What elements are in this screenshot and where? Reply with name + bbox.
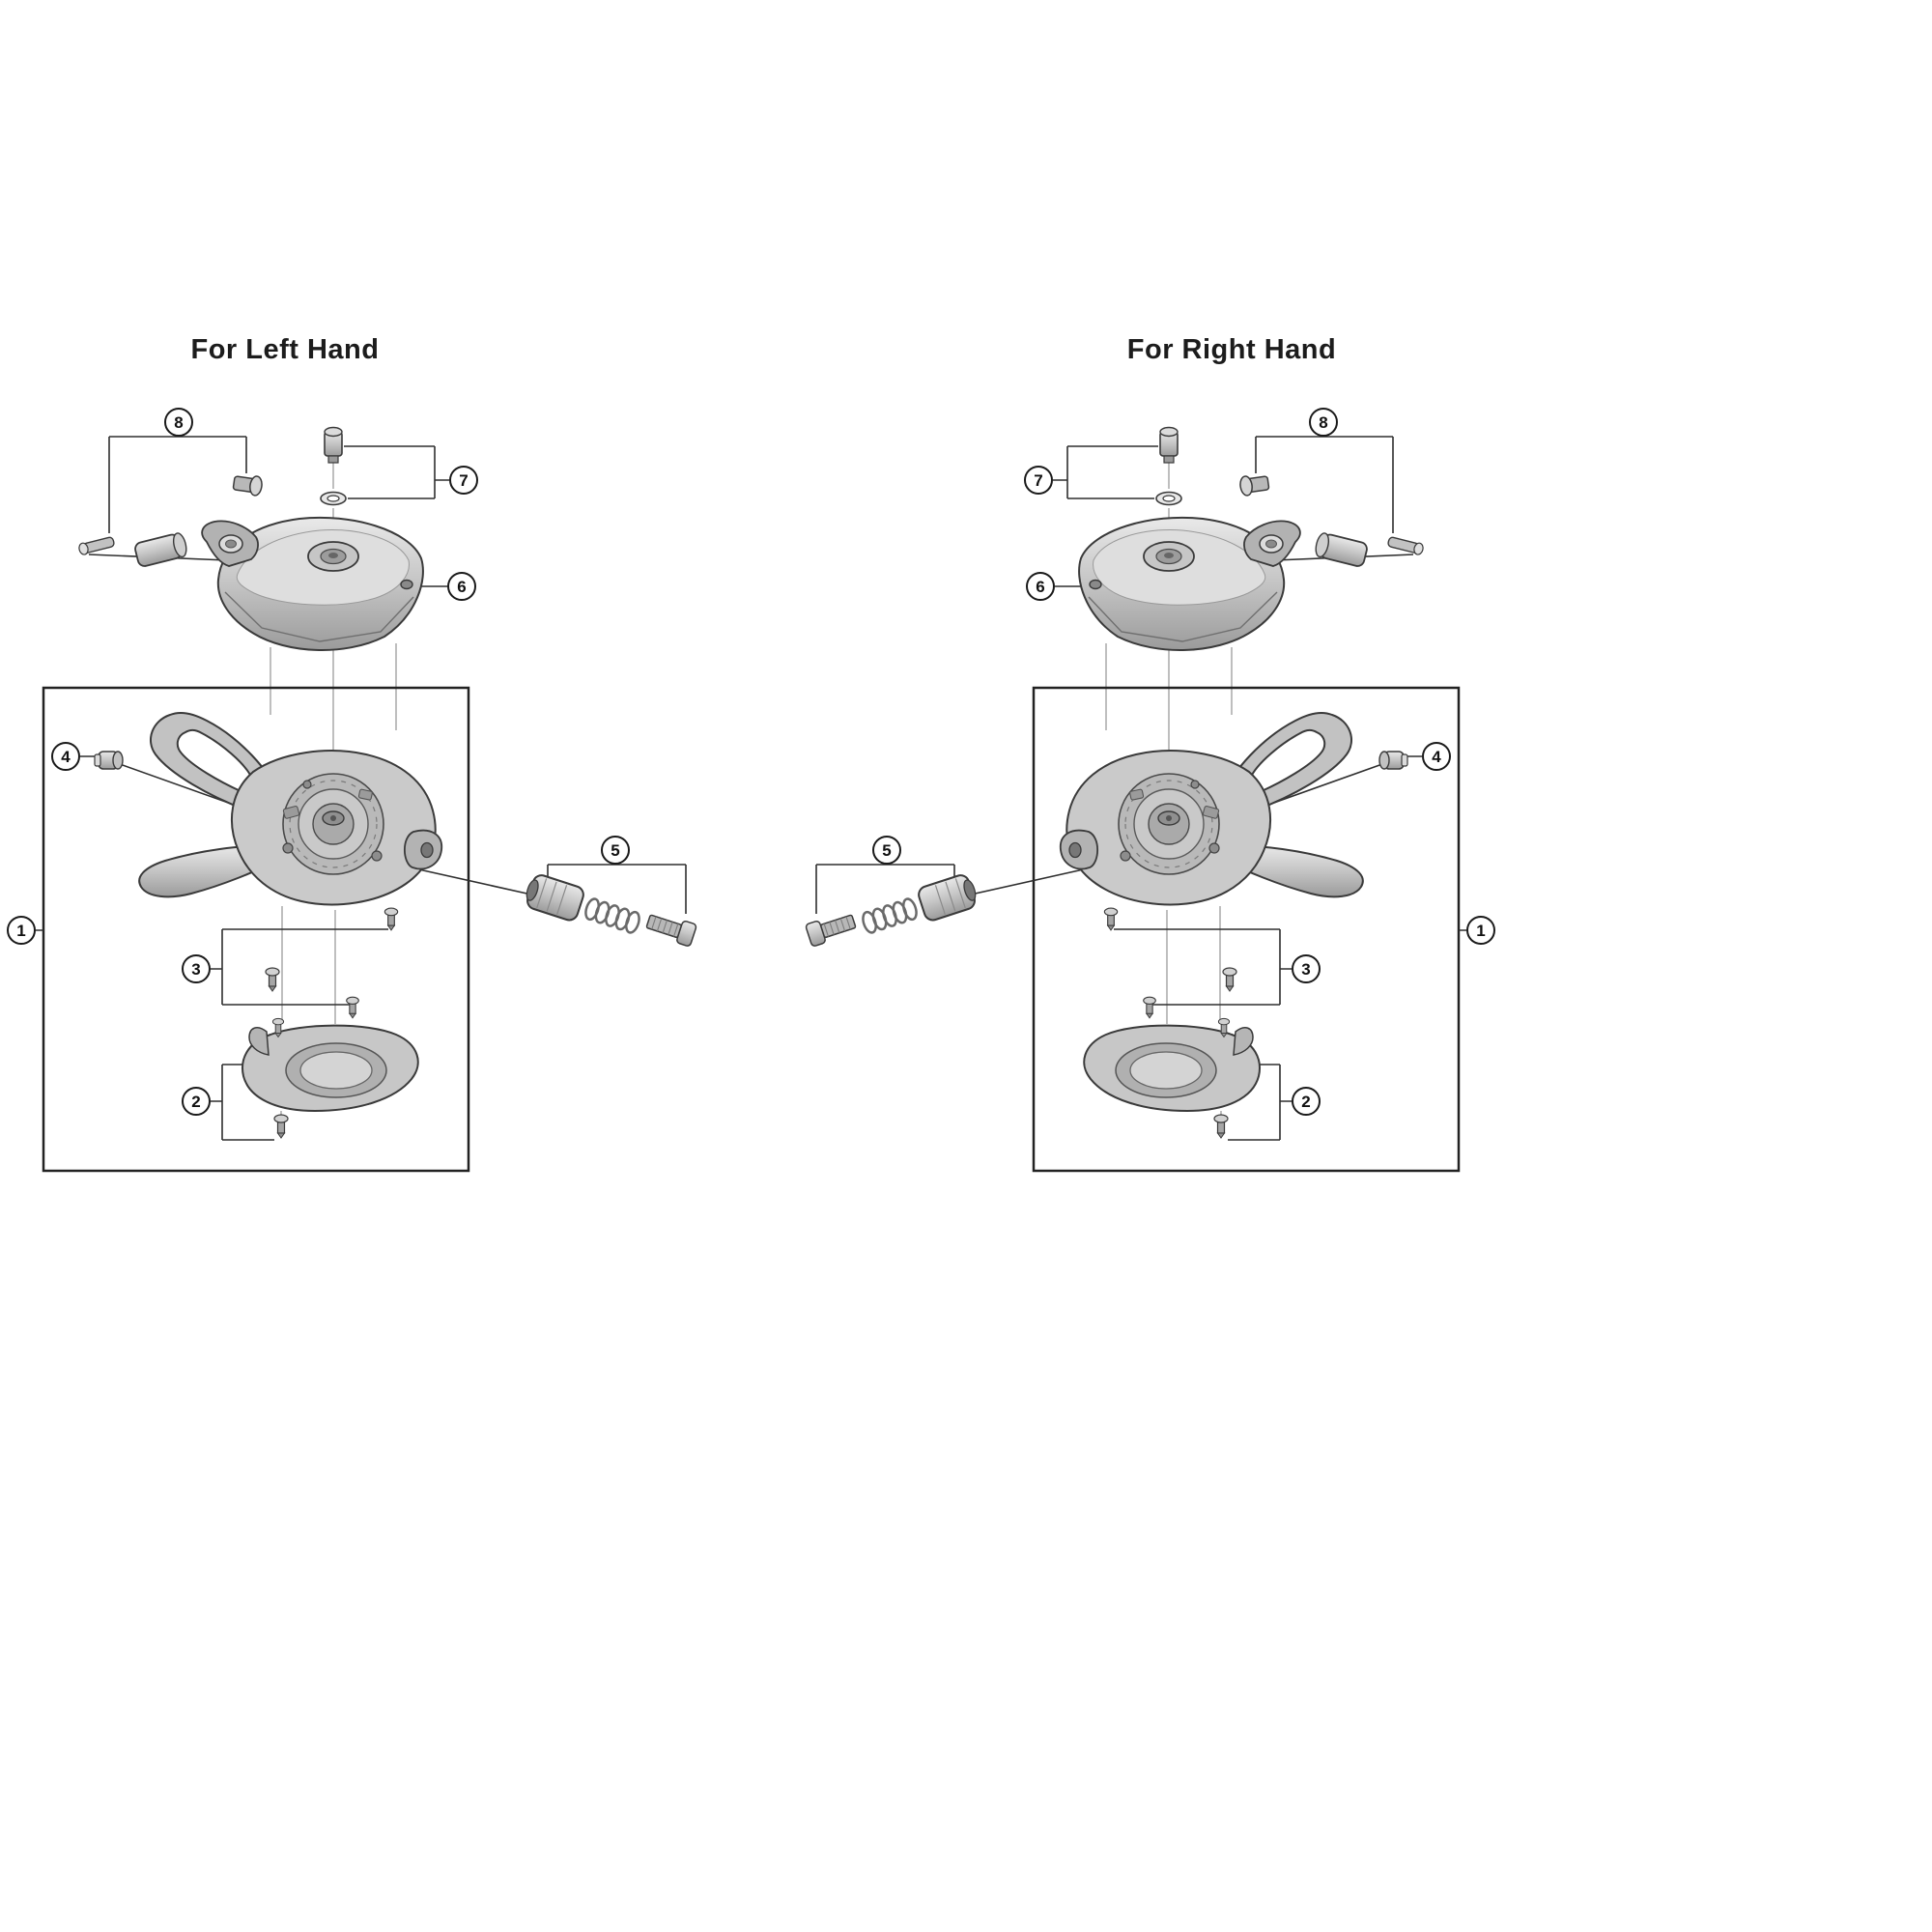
adjuster-bolt [645,914,697,947]
barrel-adjuster [526,874,584,922]
callout-right-3: 3 [1292,954,1321,983]
callout-right-4: 4 [1422,742,1451,771]
callout-right-5: 5 [872,836,901,865]
cover-notch [400,579,413,590]
unit-fixing-screws [265,907,399,1019]
leader-lines [36,436,687,1141]
clamp-nut [134,532,187,567]
lever-axle-cap [232,475,263,497]
callout-left-8: 8 [164,408,193,437]
adjuster-spring [584,897,640,934]
callout-right-6: 6 [1026,572,1055,601]
right-shifter-assembly [806,428,1466,1172]
callout-left-2: 2 [182,1087,211,1116]
callout-left-6: 6 [447,572,476,601]
callout-left-1: 1 [7,916,36,945]
assembly-box [42,686,470,1173]
left-diagram-title: For Left Hand [190,334,380,365]
callout-left-4: 4 [51,742,80,771]
right-diagram-title: For Right Hand [1126,334,1337,365]
callout-right-2: 2 [1292,1087,1321,1116]
cover-screw [273,1114,289,1139]
left-shifter-assembly [36,426,697,1173]
cover-fixing-bolt [324,426,343,464]
washer [320,491,347,506]
callout-right-8: 8 [1309,408,1338,437]
callout-right-7: 7 [1024,466,1053,495]
cable-adjuster [526,874,697,947]
shifter-body [138,712,443,906]
clamp-bolt [78,536,115,555]
bottom-cover [242,1017,419,1113]
callout-left-5: 5 [601,836,630,865]
callout-right-1: 1 [1466,916,1495,945]
callout-left-3: 3 [182,954,211,983]
top-cover [201,516,424,651]
end-cap [94,751,124,770]
callout-left-7: 7 [449,466,478,495]
